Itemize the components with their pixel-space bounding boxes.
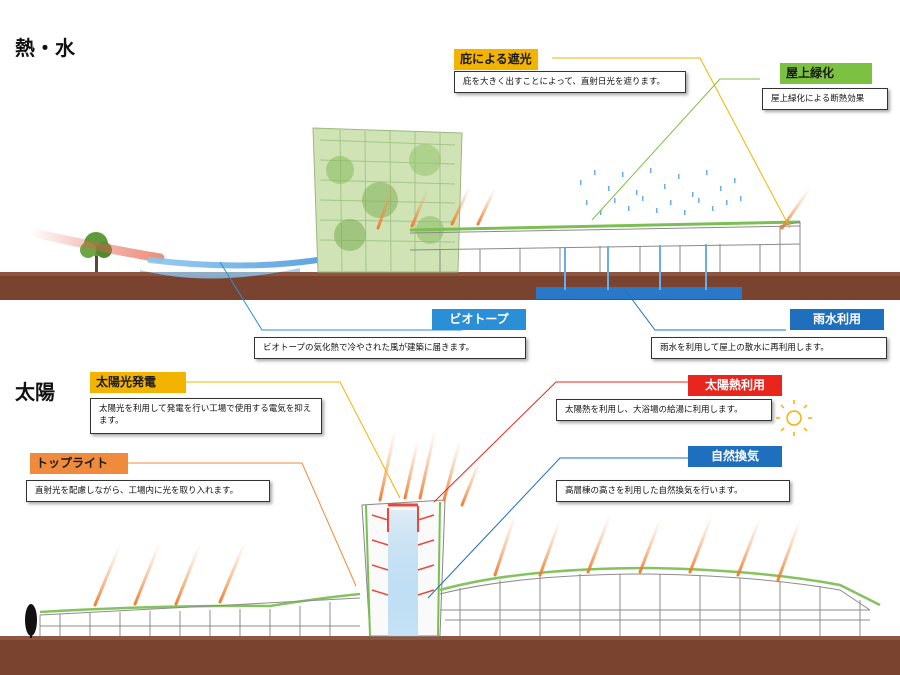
factory-right-hall xyxy=(439,566,881,636)
biotope-pond xyxy=(140,268,300,279)
sun-rays-lower xyxy=(93,428,802,607)
ground-lower xyxy=(0,636,900,675)
note-toplight: 直射光を配慮しながら、工場内に光を取り入れます。 xyxy=(26,480,270,502)
note-solar-heat: 太陽熱を利用し、大浴場の給湯に利用します。 xyxy=(556,399,772,421)
factory-building-upper xyxy=(409,220,801,272)
label-roof-greening: 屋上緑化 xyxy=(780,63,872,84)
note-eaves-shading: 庇を大きく出すことによって、直射日光を遮ります。 xyxy=(454,71,686,93)
leader-lines xyxy=(126,57,791,599)
label-natural-ventilation: 自然換気 xyxy=(688,446,782,467)
rain-drops xyxy=(580,168,742,215)
note-roof-greening: 屋上緑化による断熱効果 xyxy=(762,88,888,110)
label-eaves-shading: 庇による遮光 xyxy=(454,49,538,70)
section-title-sun: 太陽 xyxy=(15,380,55,404)
warm-wind-arrow xyxy=(25,227,165,263)
label-biotope: ビオトープ xyxy=(432,309,526,330)
ground-upper xyxy=(0,272,900,300)
note-rainwater-use: 雨水を利用して屋上の散水に再利用します。 xyxy=(651,337,887,359)
label-solar-heat: 太陽熱利用 xyxy=(688,375,782,396)
label-solar-power: 太陽光発電 xyxy=(90,372,186,393)
factory-left-wing xyxy=(39,592,361,636)
rain-pipes xyxy=(564,244,707,290)
sun-icon xyxy=(776,400,812,436)
label-toplight: トップライト xyxy=(30,453,128,474)
label-rainwater-use: 雨水利用 xyxy=(790,309,884,330)
note-natural-ventilation: 高層棟の高さを利用した自然換気を行います。 xyxy=(556,480,790,502)
section-title-heat-water: 熱・水 xyxy=(15,36,75,60)
note-solar-power: 太陽光を利用して発電を行い工場で使用する電気を抑えます。 xyxy=(90,398,322,434)
cypress-tree-icon xyxy=(25,604,37,636)
note-biotope: ビオトープの気化熱で冷やされた風が建築に届きます。 xyxy=(254,337,526,359)
ventilation-tower xyxy=(361,499,446,637)
sun-rays-upper xyxy=(376,178,812,230)
rainwater-tank xyxy=(536,287,742,299)
